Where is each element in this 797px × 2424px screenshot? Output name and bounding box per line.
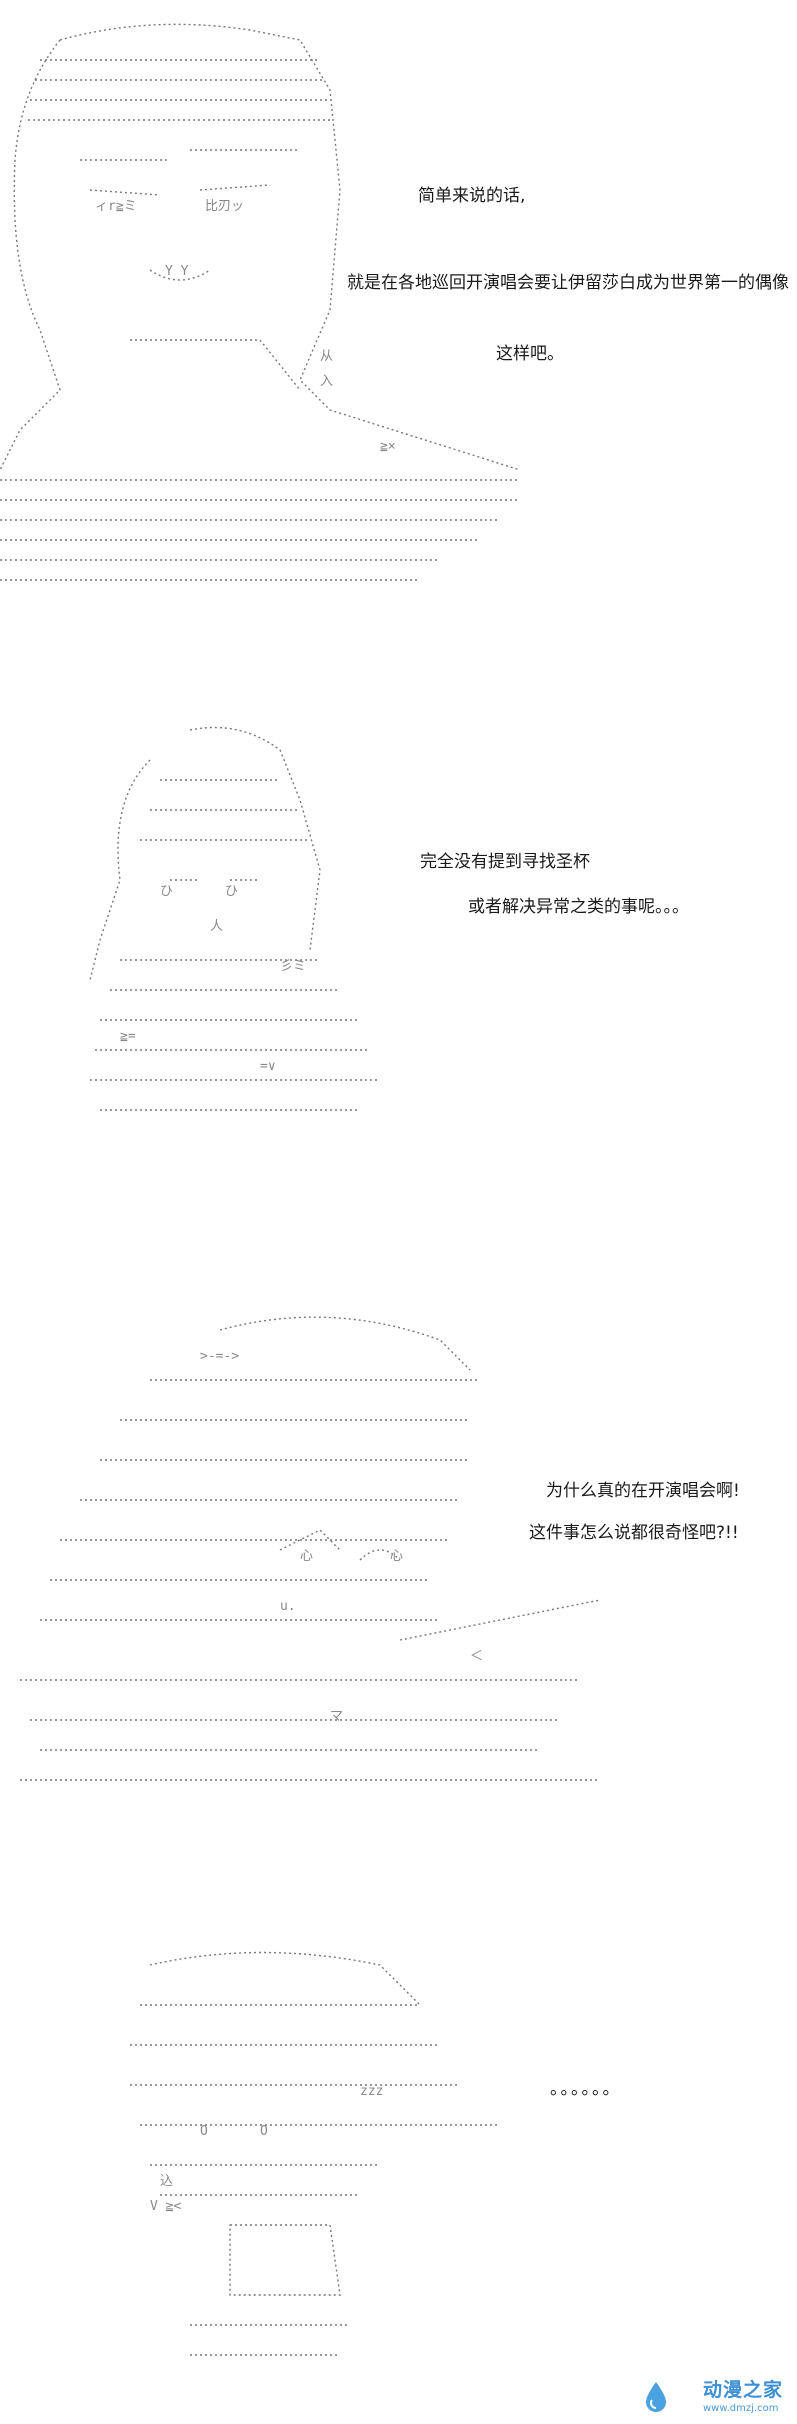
- panel-1: ィr≧ミ 比刃ッ Y Y 从 入 ≧× 简单来说的话, 就是在各地巡回开演唱会要…: [0, 0, 797, 600]
- svg-text:=∨: =∨: [260, 1059, 276, 1074]
- ascii-art-man-face: ィr≧ミ 比刃ッ Y Y 从 入 ≧×: [0, 23, 520, 581]
- svg-text:心: 心: [300, 1549, 313, 1564]
- svg-text:込: 込: [160, 2174, 173, 2189]
- ascii-art-girl-headband: ひ ひ 人 彡ミ ≧= =∨: [89, 726, 380, 1111]
- svg-text:Y Y: Y Y: [165, 264, 189, 279]
- svg-text:u.: u.: [280, 1599, 296, 1614]
- svg-text:彡ミ: 彡ミ: [280, 959, 306, 974]
- svg-text:从: 从: [320, 349, 333, 364]
- speech-text: 。。。。。。: [550, 2079, 622, 2099]
- panel-4: O O zzz 込 V ≧< 。。。。。。: [0, 1945, 797, 2415]
- speech-text: 或者解决异常之类的事呢。。。: [468, 897, 689, 917]
- panel-3: 心 心 u. ＜ >-=-> マ 为什么真的在开演唱会啊! 这件事怎么说都很奇怪…: [0, 1300, 797, 1820]
- svg-text:≧×: ≧×: [380, 439, 396, 454]
- svg-text:O: O: [200, 2124, 208, 2139]
- svg-text:ひ: ひ: [225, 884, 238, 899]
- svg-text:>-=->: >-=->: [200, 1349, 239, 1364]
- svg-text:＜: ＜: [470, 1649, 483, 1664]
- ascii-art-angry-girl: 心 心 u. ＜ >-=-> マ: [20, 1316, 601, 1781]
- watermark-name: 动漫之家: [702, 2379, 783, 2401]
- svg-text:zzz: zzz: [360, 2084, 383, 2099]
- svg-text:人: 人: [210, 919, 223, 934]
- svg-text:O: O: [260, 2124, 268, 2139]
- ascii-art-small-girl: O O zzz 込 V ≧<: [130, 1951, 500, 2356]
- svg-text:V ≧<: V ≧<: [150, 2199, 181, 2214]
- watermark-url: www.dmzj.com: [702, 2403, 779, 2414]
- svg-text:ひ: ひ: [160, 884, 173, 899]
- svg-text:ィr≧ミ: ィr≧ミ: [95, 199, 137, 214]
- speech-text: 这样吧。: [496, 344, 564, 364]
- svg-text:≧=: ≧=: [120, 1029, 136, 1044]
- svg-text:心: 心: [390, 1549, 403, 1564]
- speech-text: 这件事怎么说都很奇怪吧?!!: [529, 1523, 739, 1543]
- droplet-logo-icon: [646, 2382, 666, 2412]
- svg-text:マ: マ: [330, 1709, 343, 1724]
- speech-text: 完全没有提到寻找圣杯: [420, 852, 590, 872]
- speech-text: 简单来说的话,: [418, 186, 526, 206]
- svg-text:入: 入: [320, 374, 333, 389]
- svg-text:比刃ッ: 比刃ッ: [205, 199, 244, 214]
- speech-text: 就是在各地巡回开演唱会要让伊留莎白成为世界第一的偶像: [347, 273, 789, 293]
- panel-2: ひ ひ 人 彡ミ ≧= =∨ 完全没有提到寻找圣杯 或者解决异常之类的事呢。。。: [0, 720, 797, 1140]
- watermark: 动漫之家 www.dmzj.com: [637, 2374, 797, 2424]
- speech-text: 为什么真的在开演唱会啊!: [546, 1481, 740, 1501]
